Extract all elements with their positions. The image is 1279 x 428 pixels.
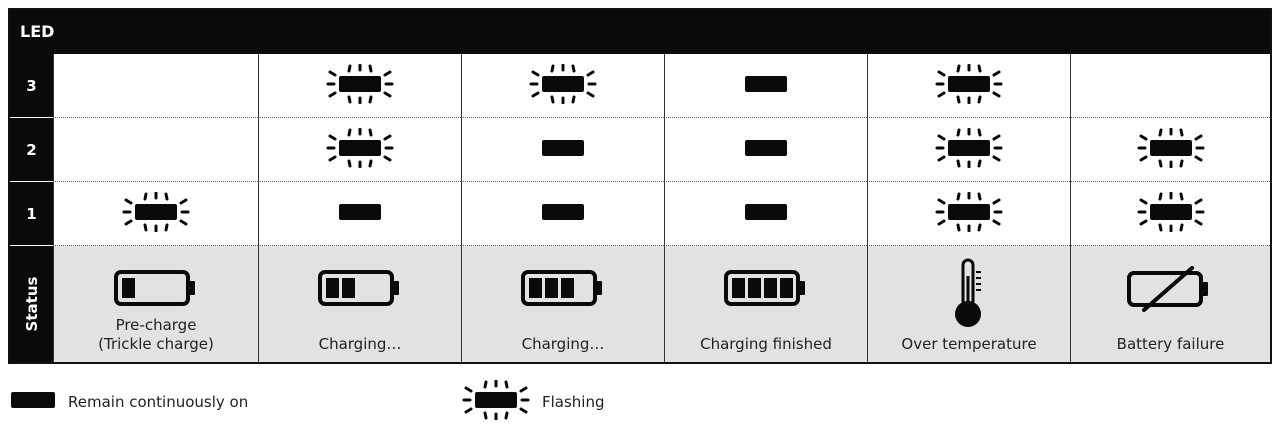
led-flashing-icon bbox=[929, 63, 1009, 108]
legend-item-flashing: Flashing bbox=[456, 379, 605, 424]
status-row-label: Status bbox=[10, 246, 53, 362]
led-cell bbox=[664, 54, 867, 118]
battery-failure-icon bbox=[1126, 266, 1216, 316]
status-row: Status Pre-charge(Trickle charge) Chargi… bbox=[10, 246, 1270, 362]
status-cell: Charging finished bbox=[664, 246, 867, 362]
battery-3-bar-icon bbox=[520, 268, 606, 312]
status-cell: Battery failure bbox=[1070, 246, 1270, 362]
status-text-line1: Over temperature bbox=[901, 335, 1037, 353]
battery-full-icon bbox=[723, 268, 809, 312]
led-cell bbox=[53, 182, 258, 246]
led-on-icon bbox=[338, 202, 382, 226]
led-on-icon bbox=[744, 202, 788, 226]
led-on-icon bbox=[744, 138, 788, 162]
led-flashing-icon bbox=[320, 127, 400, 172]
status-text-line1: Charging finished bbox=[700, 335, 832, 353]
led-on-icon bbox=[541, 202, 585, 226]
status-text-line1: Charging… bbox=[521, 335, 605, 353]
led-cell bbox=[867, 182, 1070, 246]
status-text-line2: (Trickle charge) bbox=[98, 335, 214, 353]
led-cell bbox=[664, 118, 867, 182]
led-flashing-icon bbox=[456, 379, 536, 424]
table-header: LED bbox=[10, 10, 1270, 54]
legend-flashing-label: Flashing bbox=[542, 393, 605, 411]
legend-on-label: Remain continuously on bbox=[68, 393, 249, 411]
legend-item-on: Remain continuously on bbox=[10, 382, 248, 422]
led-cell bbox=[258, 54, 461, 118]
led-flashing-icon bbox=[929, 191, 1009, 236]
legend: Remain continuously on Flashing bbox=[8, 379, 1272, 424]
led-on-icon bbox=[744, 74, 788, 98]
led-row-1: 1 bbox=[10, 182, 1270, 246]
status-text-line1: Battery failure bbox=[1116, 335, 1225, 353]
status-label-text: Status bbox=[22, 276, 41, 332]
led-cell bbox=[1070, 118, 1270, 182]
led-cell bbox=[53, 118, 258, 182]
status-text-line1: Pre-charge bbox=[115, 316, 197, 334]
led-cell bbox=[867, 118, 1070, 182]
led-cell bbox=[258, 118, 461, 182]
led-flashing-icon bbox=[320, 63, 400, 108]
led-status-table: LED 3 2 1 Status Pre-charge(Trickle bbox=[8, 8, 1272, 364]
row-label-1: 1 bbox=[10, 182, 53, 246]
led-flashing-icon bbox=[1131, 191, 1211, 236]
status-cell: Charging… bbox=[461, 246, 664, 362]
led-cell bbox=[664, 182, 867, 246]
led-header-label: LED bbox=[20, 22, 55, 41]
led-cell bbox=[461, 54, 664, 118]
led-row-2: 2 bbox=[10, 118, 1270, 182]
status-cell: Charging… bbox=[258, 246, 461, 362]
led-flashing-icon bbox=[929, 127, 1009, 172]
led-cell bbox=[867, 54, 1070, 118]
led-flashing-icon bbox=[523, 63, 603, 108]
led-on-icon bbox=[10, 389, 56, 415]
thermometer-icon bbox=[949, 258, 989, 334]
led-flashing-icon bbox=[116, 191, 196, 236]
led-cell bbox=[1070, 182, 1270, 246]
status-cell: Over temperature bbox=[867, 246, 1070, 362]
status-text-line1: Charging… bbox=[318, 335, 402, 353]
led-cell bbox=[258, 182, 461, 246]
led-cell bbox=[53, 54, 258, 118]
led-flashing-icon bbox=[1131, 127, 1211, 172]
battery-2-bar-icon bbox=[317, 268, 403, 312]
row-label-3: 3 bbox=[10, 54, 53, 118]
led-on-icon bbox=[541, 138, 585, 162]
battery-1-bar-icon bbox=[113, 268, 199, 312]
led-cell bbox=[461, 182, 664, 246]
row-label-2: 2 bbox=[10, 118, 53, 182]
led-cell bbox=[1070, 54, 1270, 118]
led-row-3: 3 bbox=[10, 54, 1270, 118]
status-cell: Pre-charge(Trickle charge) bbox=[53, 246, 258, 362]
led-cell bbox=[461, 118, 664, 182]
